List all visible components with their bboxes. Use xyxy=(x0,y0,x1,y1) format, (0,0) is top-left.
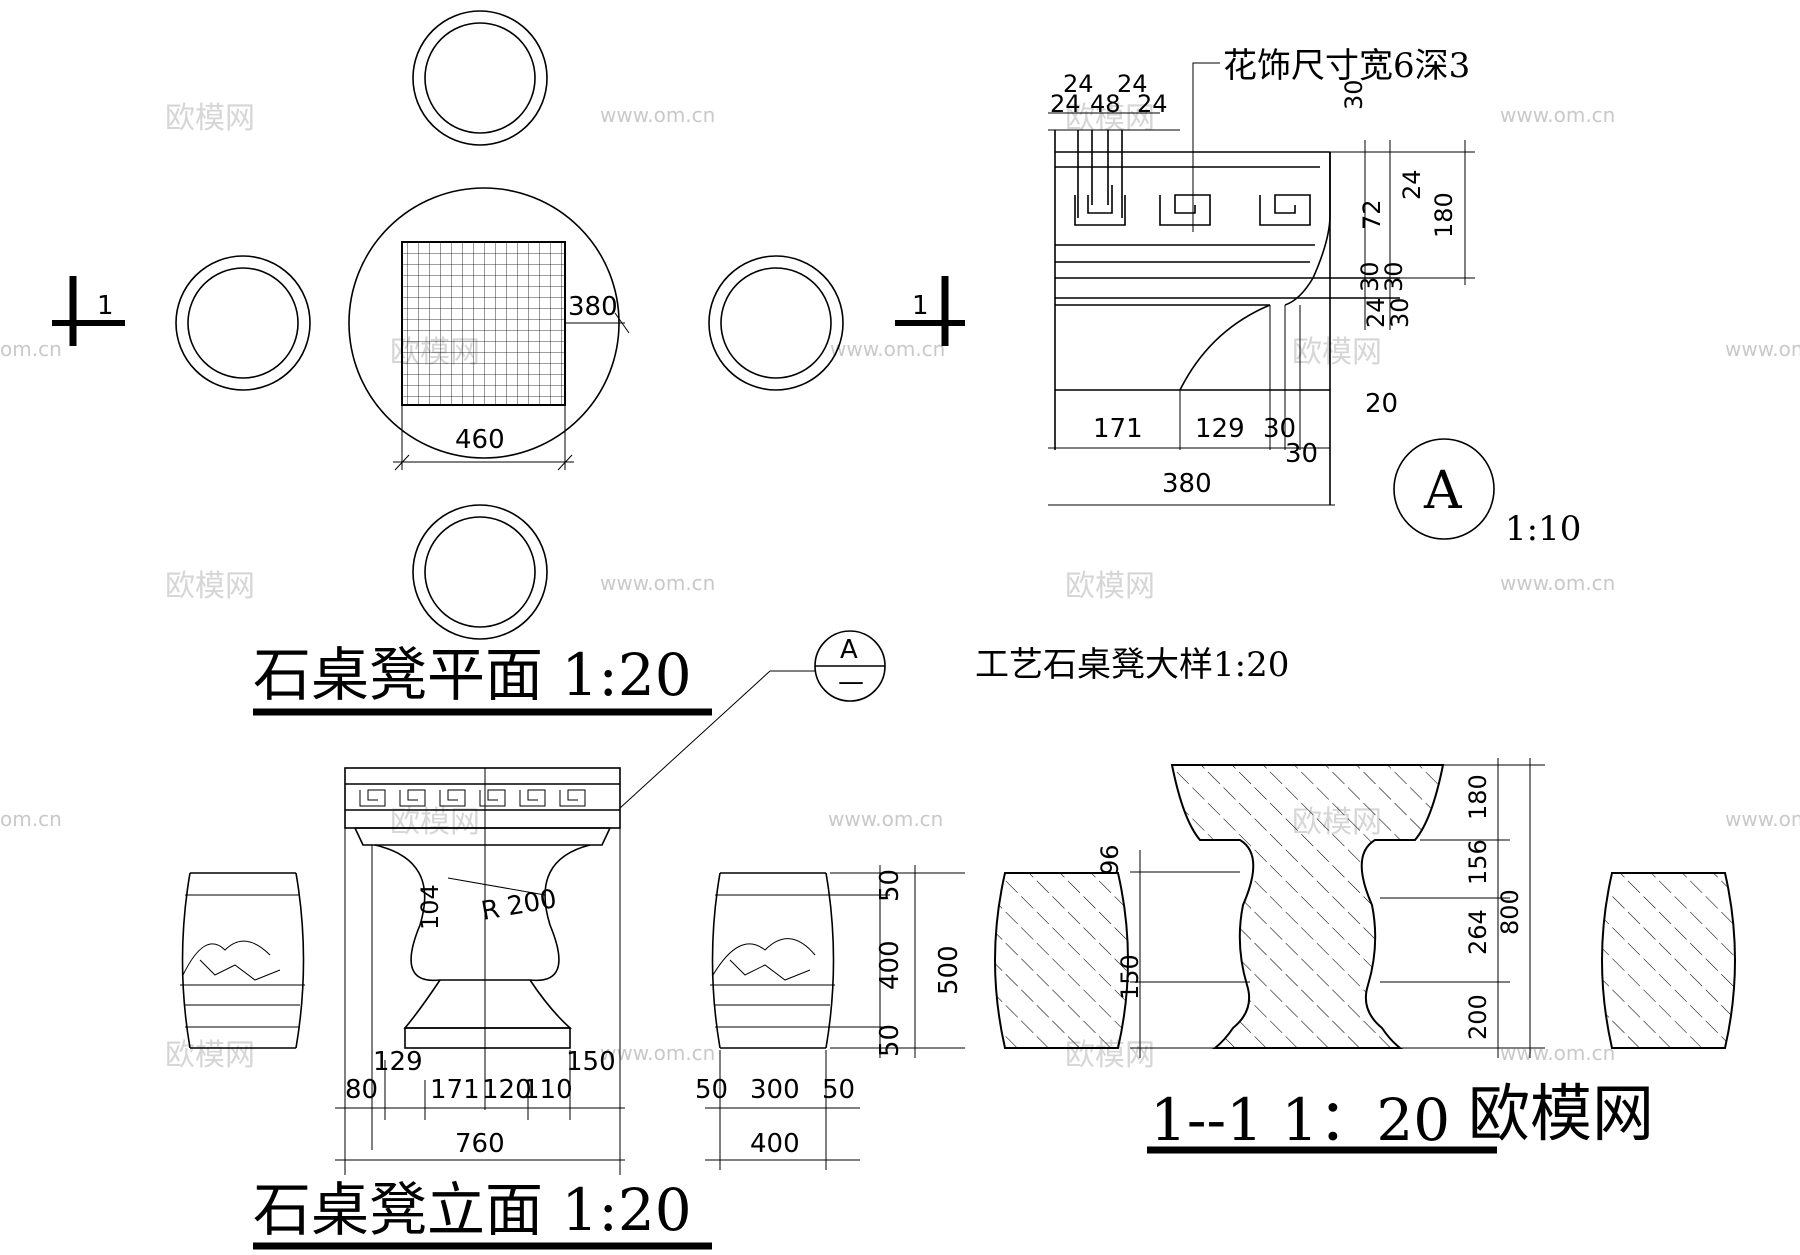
dim-table: 80 xyxy=(345,1075,378,1105)
section-mark-label: 1 xyxy=(97,291,114,321)
dim-bottom: 171 xyxy=(1093,414,1143,444)
dim-right: 30 xyxy=(1386,297,1414,328)
dim-section-left: 96 xyxy=(1096,844,1124,875)
watermark-cn: 欧模网 xyxy=(1292,335,1382,370)
ornament-note: 花饰尺寸宽6深3 xyxy=(1223,46,1470,86)
dim-bottom: 30 xyxy=(1285,439,1318,469)
detail-scale: 1:10 xyxy=(1505,509,1581,549)
watermark-cn: 欧模网 xyxy=(165,569,255,604)
stool-plan-right xyxy=(708,255,844,391)
watermark-cn: 欧模网 xyxy=(165,101,255,136)
dim-section-right: 264 xyxy=(1464,909,1492,955)
watermark-cn: 欧模网 xyxy=(390,805,480,840)
section-title: 1--1 1：20 xyxy=(1150,1086,1450,1154)
dim-bottom: 129 xyxy=(1195,414,1245,444)
dim-table: 171 xyxy=(430,1075,480,1105)
watermark-url: www.om.cn xyxy=(1500,1041,1615,1065)
watermark-url: om.cn xyxy=(0,807,62,831)
dim-table: 120 xyxy=(482,1075,532,1105)
detail-marker-label: A xyxy=(1423,461,1463,521)
dim-bottom: 380 xyxy=(1162,469,1212,499)
dim-stool: 400 xyxy=(750,1129,800,1159)
dim-right: 20 xyxy=(1365,389,1398,419)
dim-section-right: 180 xyxy=(1464,774,1492,820)
section-marker-left: 1 xyxy=(52,276,125,346)
dim-table: 150 xyxy=(566,1047,616,1077)
dim-104: 104 xyxy=(416,884,444,930)
watermark-url: www.om.cn xyxy=(1725,337,1800,361)
brand-logo: 欧模网 xyxy=(1468,1077,1654,1150)
tile-grid xyxy=(401,241,566,406)
watermark-url: om.cn xyxy=(0,337,62,361)
plan-view: 380 460 1 1 石桌凳平面 1:20 xyxy=(52,10,965,716)
watermark-cn: 欧模网 xyxy=(165,1038,255,1073)
dim-section-right: 800 xyxy=(1496,889,1524,935)
dim-table: 110 xyxy=(523,1075,573,1105)
dim-right: 30 xyxy=(1340,79,1368,110)
watermark-cn: 欧模网 xyxy=(1065,569,1155,604)
dim-stool-height: 50 xyxy=(875,1024,905,1057)
dim-tile: 380 xyxy=(568,292,618,322)
watermark-url: www.om.cn xyxy=(600,571,715,595)
plan-title: 石桌凳平面 1:20 xyxy=(253,641,692,709)
watermark-url: www.om.cn xyxy=(1725,807,1800,831)
dim-stool: 300 xyxy=(750,1075,800,1105)
dim-top: 24 xyxy=(1050,90,1081,118)
dim-stool-height: 50 xyxy=(875,869,905,902)
dim-right: 30 xyxy=(1380,261,1408,292)
detail-marker-circle xyxy=(1393,438,1495,540)
dim-top: 24 xyxy=(1137,90,1168,118)
watermark-url: www.om.cn xyxy=(600,103,715,127)
dim-top: 24 xyxy=(1063,70,1094,98)
dim-section-left: 150 xyxy=(1116,954,1144,1000)
dim-right: 180 xyxy=(1430,192,1458,238)
dim-table: 460 xyxy=(455,425,505,455)
dim-right: 24 xyxy=(1362,297,1390,328)
dim-stool-height: 500 xyxy=(934,945,964,995)
section-table xyxy=(1170,764,1445,1049)
callout-sub: — xyxy=(838,667,864,697)
section-stool-left xyxy=(994,872,1129,1049)
elevation-title: 石桌凳立面 1:20 xyxy=(253,1176,692,1244)
watermark-url: www.om.cn xyxy=(600,1041,715,1065)
detail-a: 24 24 24 48 24 花饰尺寸宽6深3 30 24 72 180 30 … xyxy=(1048,46,1581,549)
dim-stool: 50 xyxy=(695,1075,728,1105)
stool-plan-bottom xyxy=(412,504,548,640)
dim-top: 48 xyxy=(1090,90,1121,118)
dim-section-right: 156 xyxy=(1464,839,1492,885)
stool-elevation-left xyxy=(180,872,305,1049)
craft-note: 工艺石桌凳大样1:20 xyxy=(975,645,1289,685)
stool-elevation-right xyxy=(710,872,835,1049)
detail-callout: A — xyxy=(619,630,886,809)
section-marker-right: 1 xyxy=(895,276,965,346)
dim-table: 129 xyxy=(373,1047,423,1077)
dim-stool-height: 400 xyxy=(875,940,905,990)
watermark-url: www.om.cn xyxy=(1500,571,1615,595)
dim-bottom: 30 xyxy=(1263,414,1296,444)
dim-top: 24 xyxy=(1117,70,1148,98)
fret-motif xyxy=(1159,194,1211,226)
section-stool-right xyxy=(1601,872,1736,1049)
table-elevation: R 200 104 xyxy=(344,767,621,1175)
dim-right: 30 xyxy=(1356,261,1384,292)
watermark-url: www.om.cn xyxy=(1500,103,1615,127)
stool-plan-left xyxy=(175,255,311,391)
stool-plan-top xyxy=(412,10,548,146)
dim-right: 72 xyxy=(1358,199,1386,230)
watermark-url: www.om.cn xyxy=(830,337,945,361)
radius-label: R 200 xyxy=(479,884,559,927)
callout-letter: A xyxy=(840,635,858,665)
watermark-url: www.om.cn xyxy=(828,807,943,831)
section-mark-label: 1 xyxy=(912,291,929,321)
fret-motif xyxy=(1074,185,1126,226)
dim-table: 760 xyxy=(455,1129,505,1159)
elevation-view: R 200 104 129 150 80 171 120 110 760 xyxy=(180,767,965,1250)
dim-section-right: 200 xyxy=(1464,994,1492,1040)
fret-motif xyxy=(1259,194,1311,226)
dim-stool: 50 xyxy=(822,1075,855,1105)
dim-right: 24 xyxy=(1398,169,1426,200)
section-view: 96 150 180 156 264 200 800 1--1 1：20 xyxy=(994,758,1736,1154)
